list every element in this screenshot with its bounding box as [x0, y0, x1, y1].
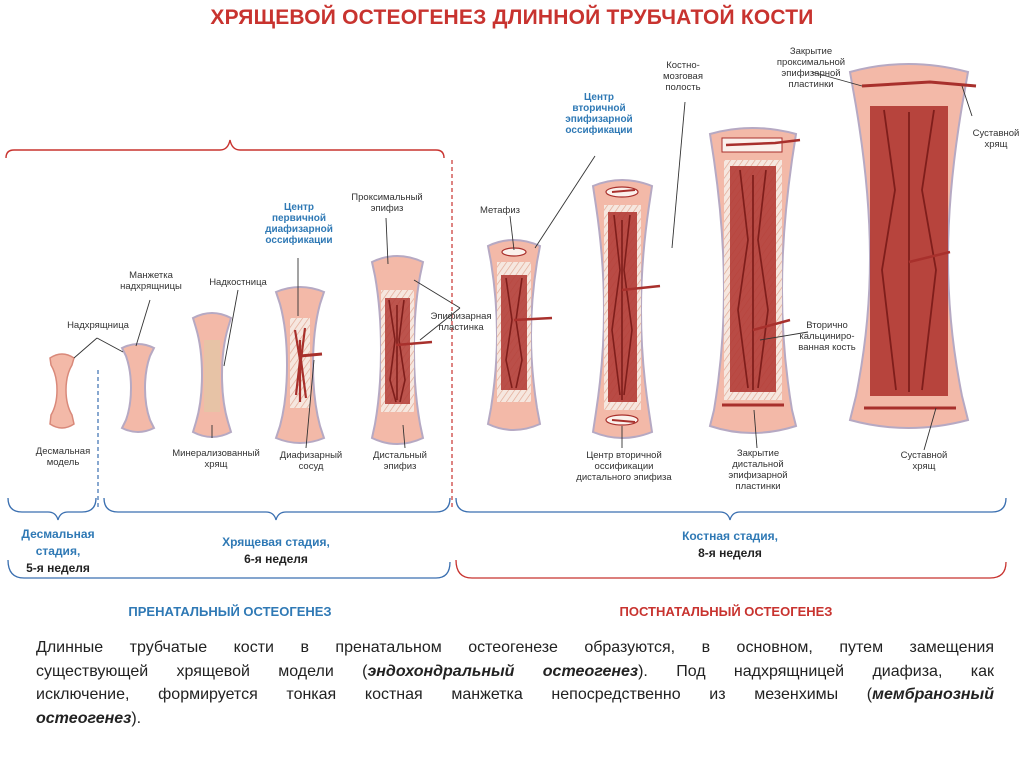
description-text: Длинные трубчатые кости в пренатальном о…: [36, 636, 994, 730]
label-cartilage-cuff: Манжетка надхрящницы: [120, 270, 182, 292]
stage-desmal-title: Десмальная стадия,: [21, 527, 95, 558]
description-line-4: остеогенез).: [36, 709, 142, 727]
section-postnatal: ПОСТНАТАЛЬНЫЙ ОСТЕОГЕНЕЗ: [619, 604, 833, 619]
stage-bone-week: 8-я неделя: [698, 546, 762, 560]
stage-bone-title: Костная стадия,: [682, 529, 778, 543]
label-proximal-epiphysis: Проксимальный эпифиз: [351, 192, 423, 214]
description-line-3: исключение, формируется тонкая костная м…: [36, 686, 994, 703]
label-proximal-plate-closure: Закрытие проксимальной эпифизарной пласт…: [776, 46, 846, 90]
stage-desmal-week: 5-я неделя: [26, 561, 90, 575]
bone-epiphysis-stage: [370, 255, 433, 445]
bone-distal-plate-closure: [708, 127, 801, 434]
stage-cartilage-week: 6-я неделя: [244, 552, 308, 566]
label-desmal-model: Десмальная модель: [35, 446, 91, 468]
label-metaphysis: Метафиз: [480, 205, 520, 216]
prenatal-top-brace: [5, 139, 445, 159]
bone-mineralized-cartilage: [191, 312, 233, 438]
stage-cartilage: Хрящевая стадия, 6-я неделя: [196, 534, 356, 568]
bone-cartilage-perichondrium: [120, 343, 156, 433]
bone-proximal-plate-closure: [848, 63, 977, 429]
label-secondary-calcified-bone: Вторично кальциниро-ванная кость: [798, 320, 856, 353]
label-secondary-center-distal: Центр вторичной оссификации дистального …: [576, 450, 672, 483]
stage-cartilage-title: Хрящевая стадия,: [222, 535, 330, 549]
bone-metaphysis-stage: [486, 239, 553, 431]
label-distal-epiphysis: Дистальный эпифиз: [373, 450, 427, 472]
label-primary-ossification-center: Центр первичной диафизарной оссификации: [265, 202, 333, 246]
stage-brackets: [7, 497, 1007, 579]
label-periosteum: Надкостница: [209, 277, 267, 288]
term-endochondral: эндохондральный остеогенез: [367, 662, 639, 680]
label-secondary-ossification-center: Центр вторичной эпифизарной оссификации: [565, 92, 633, 136]
bone-primary-ossification: [274, 286, 326, 444]
label-articular-cartilage-top: Суставной хрящ: [972, 128, 1020, 150]
stage-bone: Костная стадия, 8-я неделя: [650, 528, 810, 562]
term-osteogenesis: остеогенез: [36, 709, 132, 727]
description-line-2: существующей хрящевой модели (эндохондра…: [36, 662, 994, 680]
label-epiphyseal-plate: Эпифизарная пластинка: [430, 311, 492, 333]
bone-secondary-ossification: [591, 179, 661, 439]
section-prenatal: ПРЕНАТАЛЬНЫЙ ОСТЕОГЕНЕЗ: [128, 604, 332, 619]
stage-divider-lines: [97, 160, 453, 508]
stage-desmal: Десмальная стадия, 5-я неделя: [0, 526, 116, 577]
diagram-title: ХРЯЩЕВОЙ ОСТЕОГЕНЕЗ ДЛИННОЙ ТРУБЧАТОЙ КО…: [210, 6, 814, 29]
label-marrow-cavity: Костно-мозговая полость: [663, 60, 703, 93]
description-line-1: Длинные трубчатые кости в пренатальном о…: [36, 639, 994, 656]
label-diaphyseal-vessel: Диафизарный сосуд: [279, 450, 343, 472]
term-membranous: мембранозный: [872, 686, 994, 703]
label-distal-plate-closure: Закрытие дистальной эпифизарной пластинк…: [728, 448, 788, 492]
label-perichondrium: Надхрящница: [67, 320, 129, 331]
bone-desmal-model: [49, 353, 75, 429]
label-mineralized-cartilage: Минерализованный хрящ: [172, 448, 260, 470]
label-articular-cartilage-bottom: Суставной хрящ: [900, 450, 948, 472]
